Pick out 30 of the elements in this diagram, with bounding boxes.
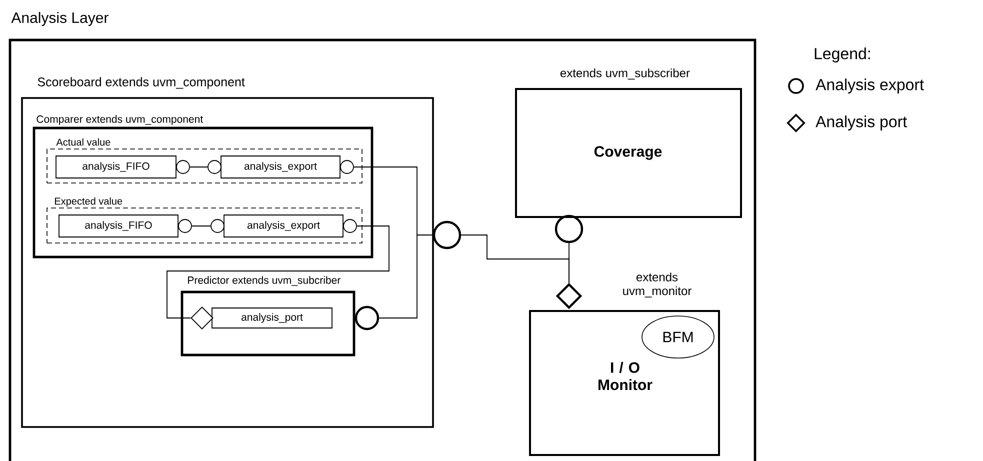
box-heading: extends uvm_monitor bbox=[623, 272, 692, 298]
port-circle bbox=[354, 306, 380, 330]
connector-line bbox=[568, 242, 570, 284]
connector-line bbox=[166, 226, 390, 318]
legend-heading: Legend: bbox=[814, 48, 870, 62]
port-diamond bbox=[190, 306, 214, 330]
port-circle bbox=[210, 219, 224, 233]
box-heading: extends uvm_subscriber bbox=[560, 68, 690, 80]
port-circle bbox=[176, 160, 190, 174]
port-circle bbox=[432, 220, 462, 250]
connector-line bbox=[190, 166, 208, 168]
port-circle bbox=[340, 160, 354, 174]
box-heading: Actual value bbox=[56, 138, 110, 146]
component-box: Coverage bbox=[515, 88, 742, 218]
box-heading: Analysis Layer bbox=[11, 12, 108, 26]
port-circle bbox=[178, 219, 192, 233]
box-heading: Expected value bbox=[55, 197, 122, 207]
box-heading: Comparer extends uvm_component bbox=[36, 115, 203, 125]
port-circle bbox=[343, 219, 357, 233]
block-box: analysis_FIFO bbox=[58, 214, 178, 238]
block-box: analysis_export bbox=[224, 214, 344, 238]
connector-line bbox=[378, 234, 434, 318]
block-box: analysis_FIFO bbox=[56, 156, 176, 178]
legend-text: Analysis port bbox=[816, 116, 907, 130]
port-circle bbox=[554, 214, 584, 244]
legend-text: Analysis export bbox=[816, 78, 924, 94]
box-heading: Predictor extends uvm_subcriber bbox=[188, 276, 340, 286]
port-circle bbox=[208, 160, 222, 174]
block-box: analysis_export bbox=[220, 156, 340, 178]
box-heading: Scoreboard extends uvm_component bbox=[38, 77, 245, 89]
